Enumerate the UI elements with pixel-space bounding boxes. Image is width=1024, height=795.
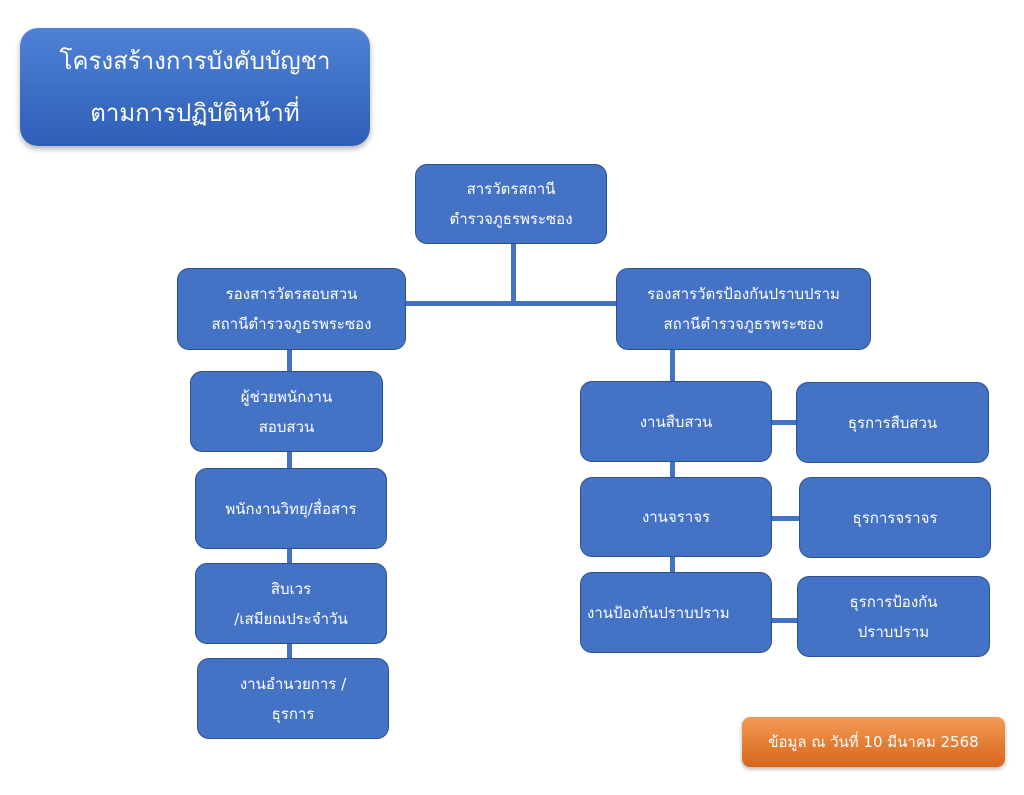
connector xyxy=(511,244,516,305)
box-line: สอบสวน xyxy=(258,417,315,436)
admin-box: ธุรการสืบสวน xyxy=(796,382,989,463)
box-line: ธุรการสืบสวน xyxy=(847,413,938,432)
box-line: ธุรการป้องกัน xyxy=(849,592,938,611)
box-line: สารวัตรสถานี xyxy=(466,180,556,198)
box-line: ธุรการ xyxy=(271,704,315,723)
data-date-note: ข้อมูล ณ วันที่ 10 มีนาคม 2568 xyxy=(742,717,1005,767)
connector xyxy=(670,350,675,574)
left-unit-box: งานอำนวยการ / ธุรการ xyxy=(197,658,389,739)
box-line: งานสืบสวน xyxy=(639,412,713,431)
deputy-investigation-box: รองสารวัตรสอบสวน สถานีตำรวจภูธรพระซอง xyxy=(177,268,406,350)
left-unit-box: พนักงานวิทยุ/สื่อสาร xyxy=(195,468,387,549)
connector xyxy=(406,301,616,306)
right-unit-box: งานสืบสวน xyxy=(580,381,772,462)
left-unit-box: สิบเวร /เสมียณประจำวัน xyxy=(195,563,387,644)
right-unit-box: งานป้องกันปราบปราม xyxy=(580,572,772,653)
connector xyxy=(772,618,798,623)
title-line-1: โครงสร้างการบังคับบัญชา xyxy=(59,47,331,75)
station-chief-box: สารวัตรสถานี ตำรวจภูธรพระซอง xyxy=(415,164,607,244)
admin-box: ธุรการป้องกัน ปราบปราม xyxy=(797,576,990,657)
box-line: รองสารวัตรสอบสวน xyxy=(225,285,358,303)
deputy-prevention-box: รองสารวัตรป้องกันปราบปราม สถานีตำรวจภูธร… xyxy=(616,268,871,350)
box-line: ธุรการจราจร xyxy=(852,508,938,527)
box-line: พนักงานวิทยุ/สื่อสาร xyxy=(225,499,357,518)
connector xyxy=(772,516,800,521)
admin-box: ธุรการจราจร xyxy=(799,477,991,558)
box-line: สิบเวร xyxy=(270,579,312,598)
left-unit-box: ผู้ช่วยพนักงาน สอบสวน xyxy=(190,371,383,452)
right-unit-box: งานจราจร xyxy=(580,477,772,557)
box-line: รองสารวัตรป้องกันปราบปราม xyxy=(647,285,840,303)
box-line: ปราบปราม xyxy=(857,622,930,641)
box-line: งานจราจร xyxy=(641,508,711,526)
chart-title: โครงสร้างการบังคับบัญชา ตามการปฏิบัติหน้… xyxy=(20,28,370,146)
box-line: งานอำนวยการ / xyxy=(239,674,347,693)
box-line: สถานีตำรวจภูธรพระซอง xyxy=(211,315,372,333)
box-line: ตำรวจภูธรพระซอง xyxy=(449,210,573,228)
box-line: /เสมียณประจำวัน xyxy=(234,609,348,628)
box-line: ผู้ช่วยพนักงาน xyxy=(240,387,333,406)
box-line: สถานีตำรวจภูธรพระซอง xyxy=(663,315,824,333)
box-line: งานป้องกันปราบปราม xyxy=(587,603,730,622)
title-line-2: ตามการปฏิบัติหน้าที่ xyxy=(90,99,300,127)
connector xyxy=(772,420,798,425)
